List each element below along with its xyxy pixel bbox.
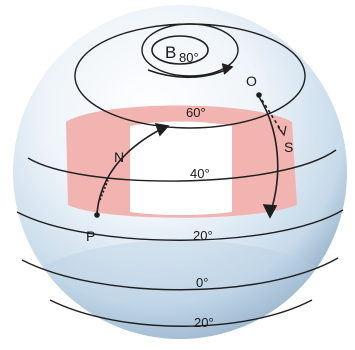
lat-label-40: 40°	[190, 166, 210, 181]
point-o-label: O	[246, 73, 257, 89]
arrow-o-to-s	[257, 94, 279, 215]
pole-ring	[151, 35, 209, 65]
rotation-arrowhead	[221, 63, 234, 75]
lat-circle-60	[74, 23, 306, 129]
equator-line	[21, 257, 339, 291]
dashed-deflection-o	[261, 99, 283, 133]
lat-line-40	[27, 149, 337, 182]
dashed-deflection-p	[99, 179, 109, 201]
equator-label: 0°	[196, 275, 208, 290]
point-p-label: P	[86, 228, 95, 244]
point-o-marker	[256, 92, 262, 98]
point-s-label: S	[284, 139, 293, 155]
rotation-arrow	[147, 67, 231, 79]
point-n-label: N	[114, 149, 124, 165]
arrowhead-p-to-n	[154, 122, 170, 137]
lat-line-20	[16, 209, 344, 241]
dashed-arrowhead-o	[277, 125, 287, 137]
lat-line-south-20	[49, 299, 313, 327]
pole-label: B	[165, 43, 176, 62]
pole-value: 80°	[179, 50, 199, 65]
white-zone	[130, 121, 232, 215]
arrowhead-o-to-s	[262, 204, 278, 219]
point-p-marker	[94, 212, 100, 218]
arrow-p-to-n	[96, 126, 166, 214]
lat-label-60: 60°	[186, 105, 206, 120]
lat-label-20: 20°	[193, 228, 213, 243]
lat-label-south-20: 20°	[194, 315, 214, 330]
